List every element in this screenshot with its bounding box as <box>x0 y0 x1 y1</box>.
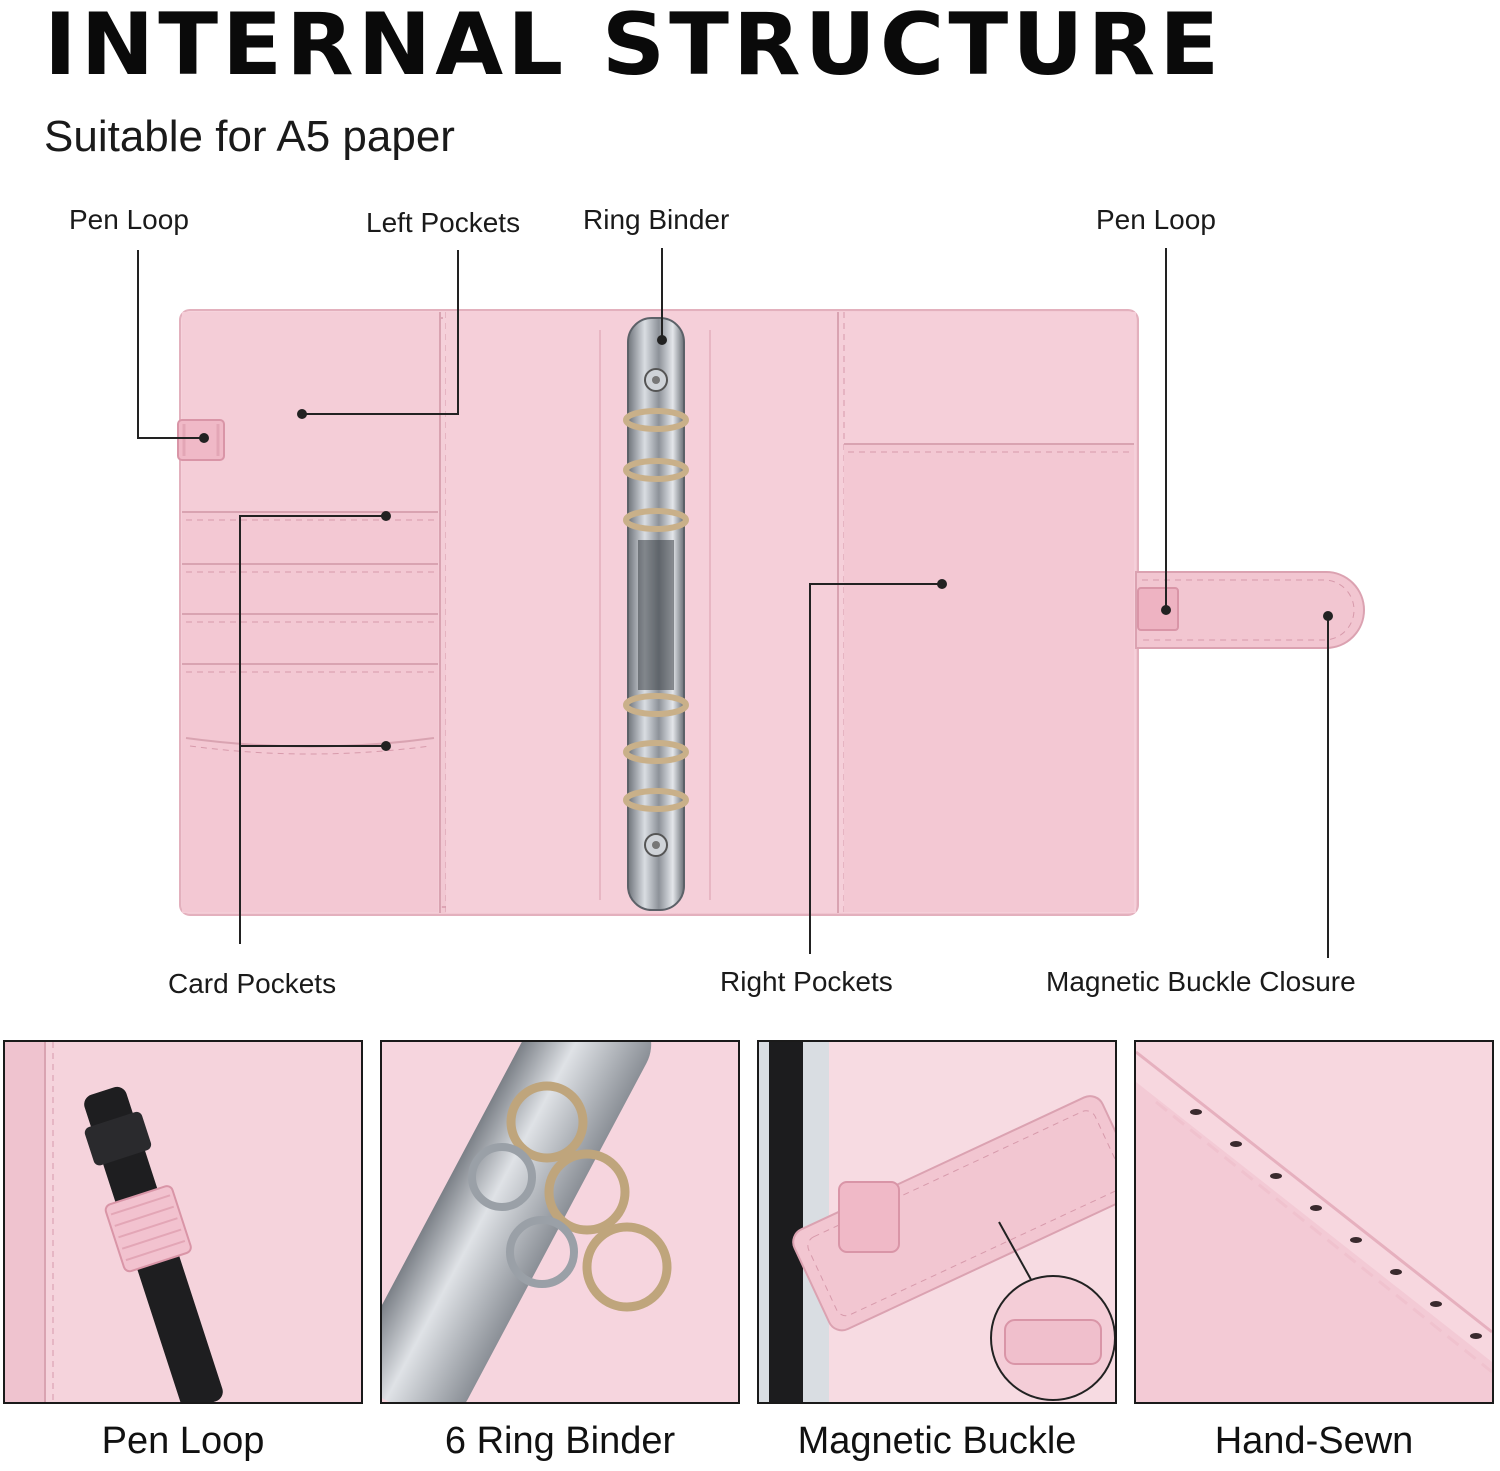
detail-hand-sewn-image <box>1134 1040 1494 1404</box>
binder-diagram <box>137 248 1365 958</box>
leader-dots <box>199 335 1333 751</box>
caption-pen-loop: Pen Loop <box>101 1420 265 1462</box>
label-right-pockets: Right Pockets <box>720 966 893 997</box>
label-card-pockets: Card Pockets <box>168 968 337 999</box>
caption-6-ring-binder: 6 Ring Binder <box>444 1420 676 1462</box>
caption-magnetic-buckle: Magnetic Buckle <box>797 1420 1077 1462</box>
label-pen-loop-left: Pen Loop <box>69 204 189 235</box>
ring-mechanism <box>623 317 689 911</box>
page-title: INTERNAL STRUCTURE <box>44 0 1224 95</box>
label-ring-binder: Ring Binder <box>583 204 730 235</box>
magnetic-buckle-strap <box>1135 571 1365 649</box>
page-subtitle: Suitable for A5 paper <box>44 112 455 161</box>
detail-ring-binder-image <box>380 1040 740 1404</box>
detail-pen-loop-image <box>3 1040 363 1404</box>
caption-hand-sewn: Hand-Sewn <box>1214 1420 1414 1462</box>
label-left-pockets: Left Pockets <box>366 207 521 238</box>
label-magnetic-buckle-closure: Magnetic Buckle Closure <box>1046 966 1356 997</box>
right-pockets-panel <box>837 312 1136 913</box>
label-pen-loop-right: Pen Loop <box>1096 204 1216 235</box>
leader-lines <box>137 248 1329 958</box>
detail-magnetic-buckle-image <box>757 1040 1117 1404</box>
card-pockets <box>182 511 438 912</box>
